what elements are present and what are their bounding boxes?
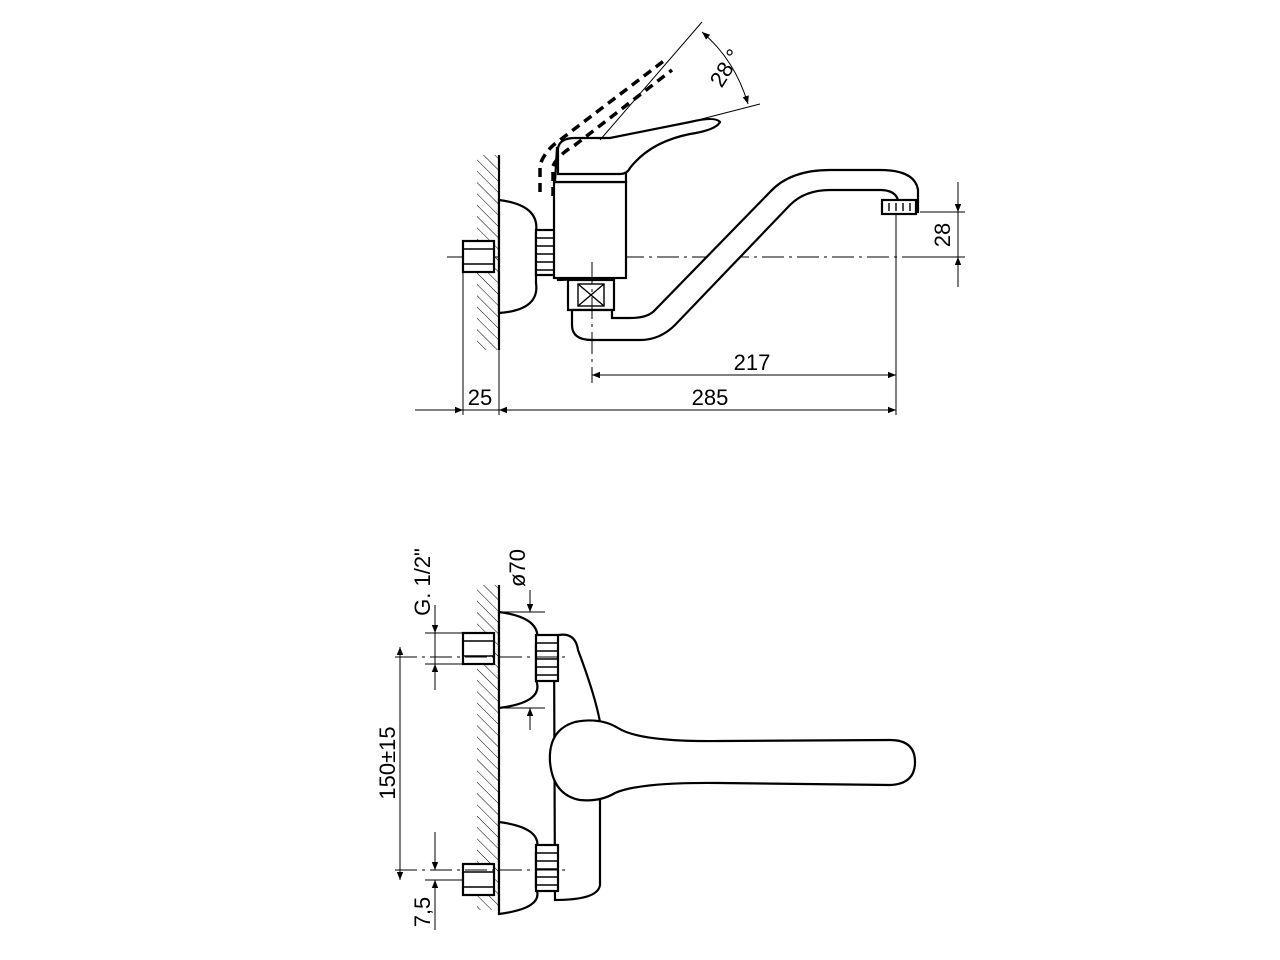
lower-rosette [497, 820, 539, 916]
inlet-centers-label: 150±15 [375, 726, 400, 799]
mixer-body [552, 180, 628, 280]
wall-offset-label: 25 [468, 385, 492, 410]
lever-handle-front [548, 719, 917, 802]
thread-label: G. 1/2" [410, 548, 435, 616]
side-view: 28 ° 28 217 25 285 [415, 21, 965, 415]
dim-thread: G. 1/2" [410, 548, 463, 690]
spout-height-label: 28 [930, 223, 955, 247]
spout-projection-label: 217 [734, 350, 771, 375]
aerator [880, 198, 918, 216]
inlet-offset-label: 7,5 [410, 897, 435, 928]
lever-handle [556, 117, 722, 176]
rosette-diameter-label: ø70 [505, 549, 530, 587]
dim-spout-height: 28 [905, 182, 965, 287]
inlet-connector [461, 239, 496, 274]
front-view: G. 1/2" ø70 150±15 7,5 [375, 548, 917, 930]
upper-eccentric-nut [534, 633, 560, 683]
dim-lever-angle: 28 ° [599, 21, 761, 141]
upper-rosette [497, 610, 539, 710]
dim-inlet-centers: 150±15 [375, 647, 404, 880]
dim-rosette-diameter: ø70 [499, 549, 545, 730]
upper-inlet [461, 631, 496, 666]
dim-wall-offset: 25 [415, 272, 500, 415]
wall-rosette [497, 198, 538, 315]
lower-eccentric-nut [534, 843, 560, 893]
total-projection-label: 285 [692, 385, 729, 410]
dim-total-projection: 285 [499, 385, 896, 414]
spout [570, 168, 920, 342]
lower-inlet [461, 862, 496, 897]
dim-spout-projection: 217 [592, 215, 897, 415]
dim-inlet-offset: 7,5 [410, 832, 463, 930]
